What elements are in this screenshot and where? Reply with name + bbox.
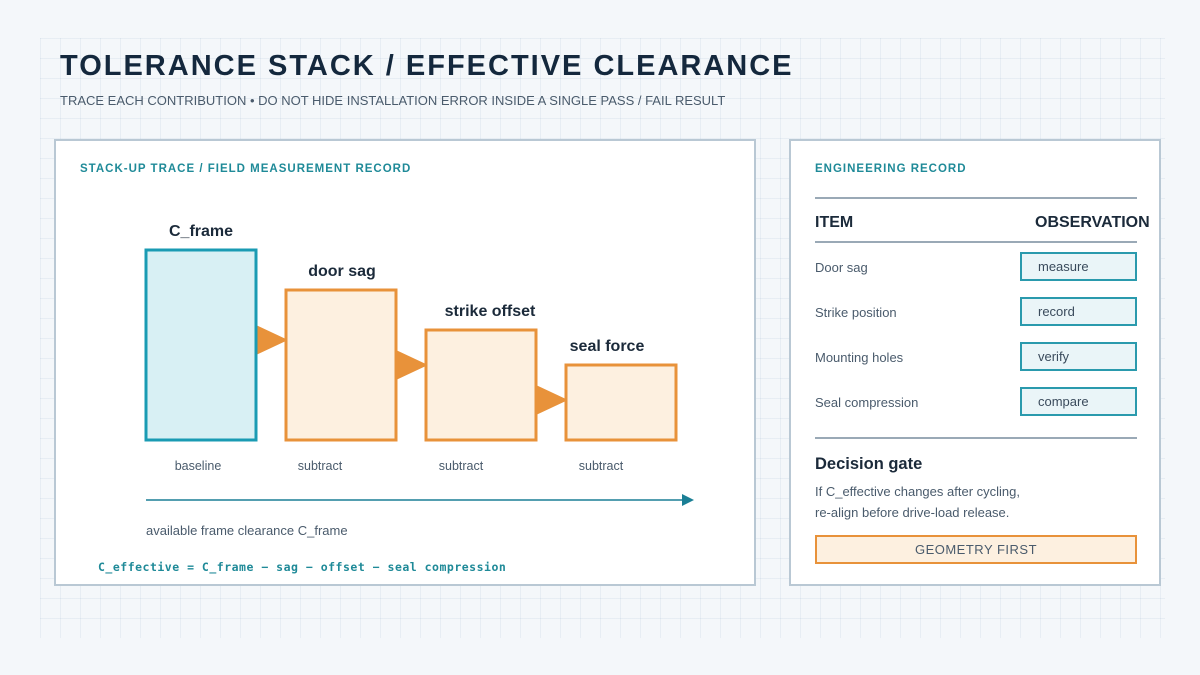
block-strike-offset-title: strike offset	[445, 303, 536, 320]
flow-arrow-3	[536, 385, 568, 415]
record-row-item: Door sag	[815, 260, 868, 275]
block-seal-force-title: seal force	[570, 338, 645, 355]
block-c-frame-title: C_frame	[169, 223, 233, 240]
record-row-item: Seal compression	[815, 395, 919, 410]
block-seal-force	[564, 363, 678, 442]
table-top-rule	[815, 197, 1137, 199]
column-header-observation: OBSERVATION	[1035, 214, 1150, 231]
table-bottom-rule	[815, 437, 1137, 439]
record-row-observation: record	[1020, 297, 1137, 326]
geometry-first-badge: GEOMETRY FIRST	[815, 535, 1137, 564]
page-title: TOLERANCE STACK / EFFECTIVE CLEARANCE	[60, 50, 794, 82]
record-row-item: Strike position	[815, 305, 897, 320]
block-strike-offset-sub: subtract	[439, 459, 484, 473]
record-row-observation: measure	[1020, 252, 1137, 281]
stackup-diagram: C_frame baseline door sag subtract strik…	[144, 223, 694, 538]
table-header-rule	[815, 241, 1137, 243]
block-door-sag	[284, 288, 398, 442]
engineering-record-panel: ENGINEERING RECORD ITEM OBSERVATION Door…	[789, 139, 1161, 586]
column-header-item: ITEM	[815, 214, 854, 231]
block-seal-force-sub: subtract	[579, 459, 624, 473]
flow-arrow-2	[396, 350, 428, 380]
flow-arrow-1	[256, 325, 288, 355]
stackup-panel-label: STACK-UP TRACE / FIELD MEASUREMENT RECOR…	[80, 163, 412, 175]
block-door-sag-title: door sag	[308, 263, 376, 280]
clearance-axis-label: available frame clearance C_frame	[146, 523, 348, 538]
effective-clearance-formula: C_effective = C_frame − sag − offset − s…	[98, 560, 507, 574]
block-strike-offset	[424, 328, 538, 442]
record-row-item: Mounting holes	[815, 350, 904, 365]
block-c-frame	[144, 248, 258, 442]
record-row-observation: compare	[1020, 387, 1137, 416]
block-c-frame-sub: baseline	[175, 459, 222, 473]
decision-gate-text-line1: If C_effective changes after cycling,	[815, 484, 1020, 499]
clearance-axis-arrowhead	[682, 494, 694, 506]
block-door-sag-sub: subtract	[298, 459, 343, 473]
decision-gate-title: Decision gate	[815, 455, 923, 473]
decision-gate-text-line2: re-align before drive-load release.	[815, 505, 1010, 520]
stackup-panel: STACK-UP TRACE / FIELD MEASUREMENT RECOR…	[54, 139, 756, 586]
record-row-observation: verify	[1020, 342, 1137, 371]
page-subtitle: TRACE EACH CONTRIBUTION • DO NOT HIDE IN…	[60, 93, 726, 108]
engineering-record-label: ENGINEERING RECORD	[815, 163, 967, 175]
